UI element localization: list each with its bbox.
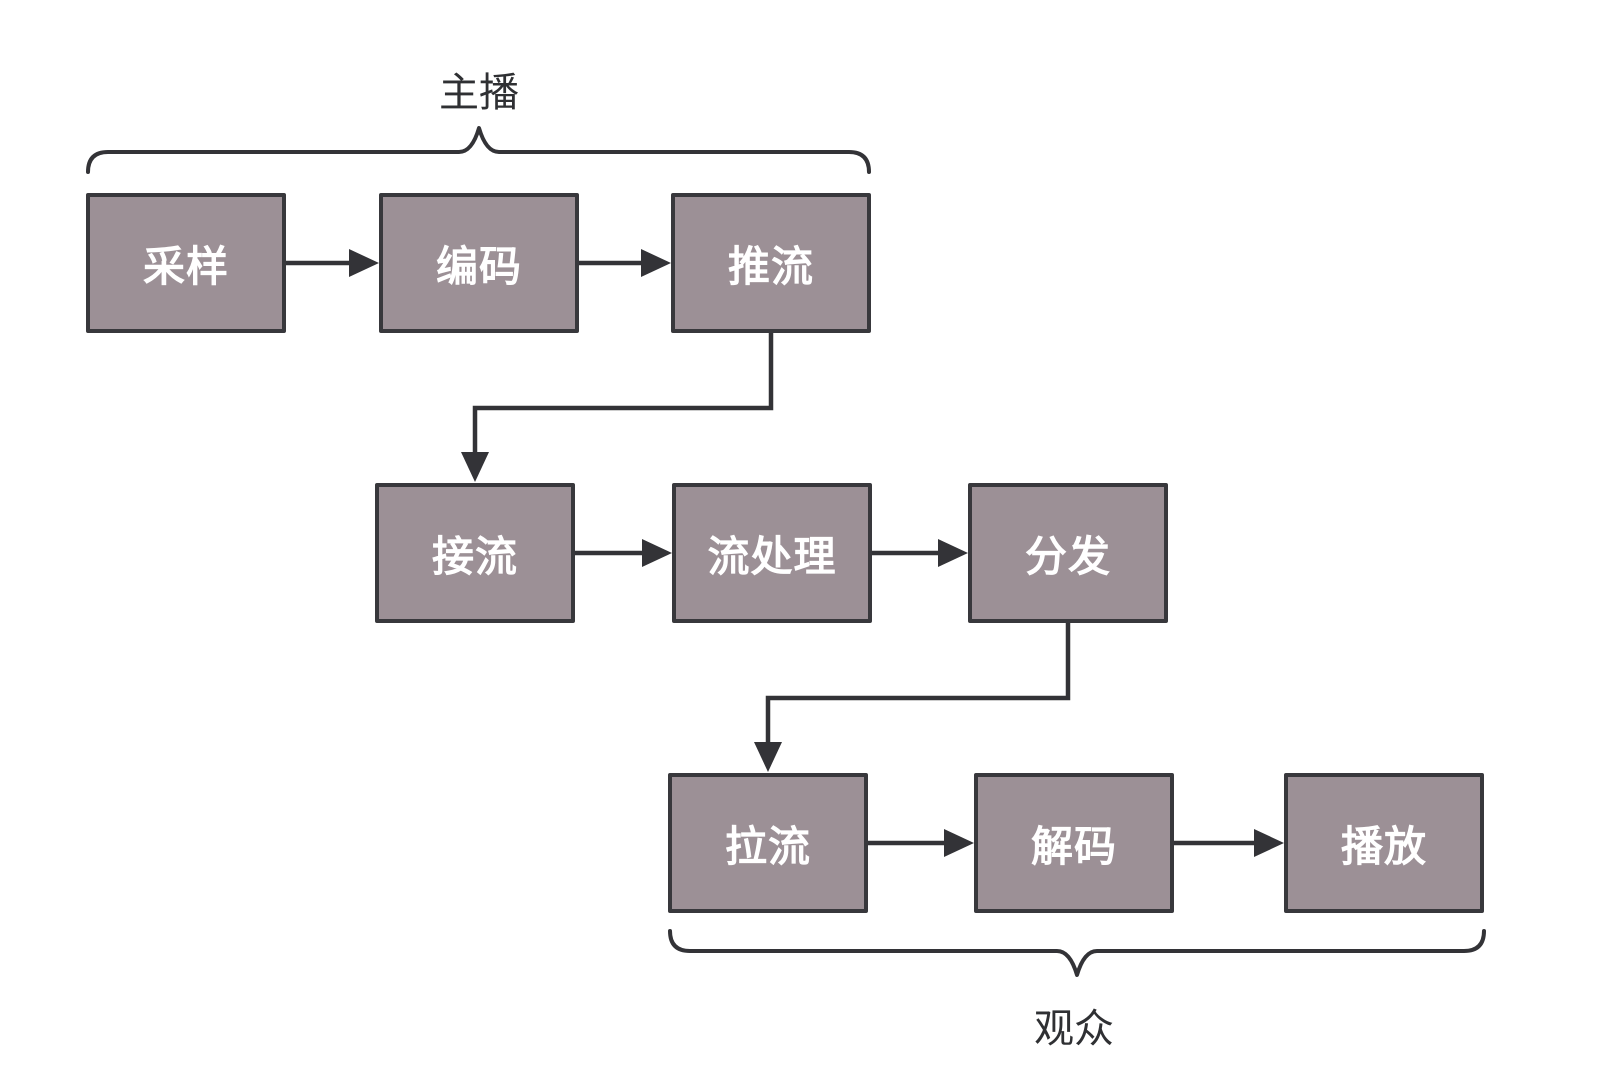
node-encoding: 编码 <box>379 193 579 333</box>
connector-distribution-to-pull <box>754 623 1071 772</box>
arrowhead-icon <box>944 829 974 857</box>
audience-group-label: 观众 <box>1034 1007 1114 1051</box>
arrow-processing-to-distribution <box>872 539 968 567</box>
node-decoding: 解码 <box>974 773 1174 913</box>
host-group-label: 主播 <box>439 71 519 115</box>
connector-push-to-ingest <box>461 333 774 482</box>
arrowhead-icon <box>1254 829 1284 857</box>
node-distribution: 分发 <box>968 483 1168 623</box>
node-processing: 流处理 <box>672 483 872 623</box>
arrow-pull-to-decoding <box>868 829 974 857</box>
arrow-decoding-to-playback <box>1174 829 1284 857</box>
arrowhead-icon <box>754 742 782 772</box>
arrowhead-icon <box>642 539 672 567</box>
arrow-sampling-to-encoding <box>286 249 379 277</box>
arrowhead-icon <box>641 249 671 277</box>
node-sampling: 采样 <box>86 193 286 333</box>
node-pull: 拉流 <box>668 773 868 913</box>
node-playback: 播放 <box>1284 773 1484 913</box>
arrowhead-icon <box>349 249 379 277</box>
arrowhead-icon <box>461 452 489 482</box>
audience-group-brace <box>668 929 1486 977</box>
host-group-brace <box>86 126 871 174</box>
node-push: 推流 <box>671 193 871 333</box>
arrow-encoding-to-push <box>579 249 671 277</box>
arrowhead-icon <box>938 539 968 567</box>
node-ingest: 接流 <box>375 483 575 623</box>
arrow-ingest-to-processing <box>575 539 672 567</box>
